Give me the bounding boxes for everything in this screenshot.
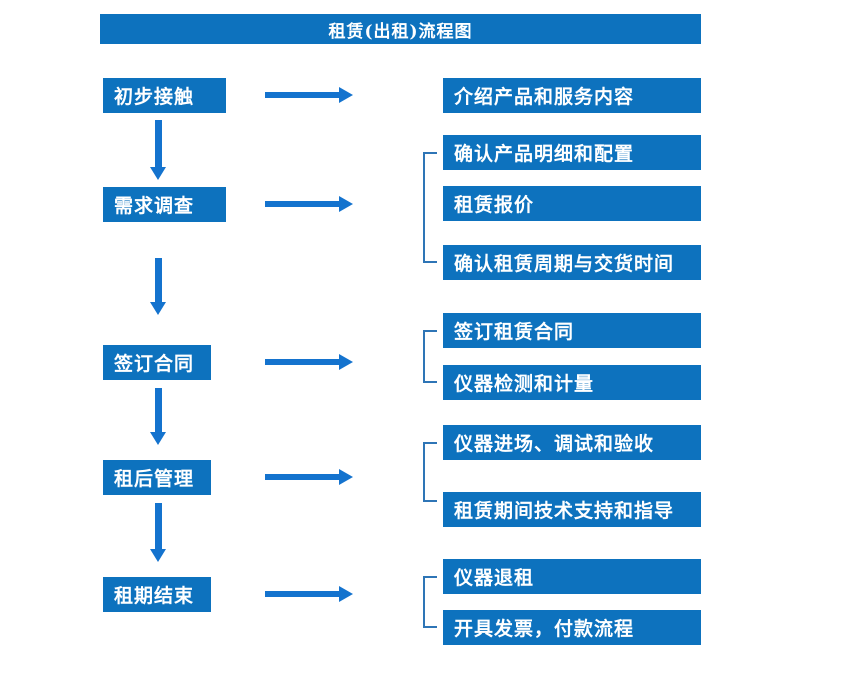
right-arrow-icon — [265, 87, 353, 103]
down-arrow-icon — [150, 120, 167, 180]
detail-technical-support: 租赁期间技术支持和指导 — [443, 492, 701, 527]
right-arrow-icon — [265, 354, 353, 370]
down-arrow-icon — [150, 388, 167, 445]
down-arrow-icon — [150, 258, 167, 315]
right-arrow-icon — [265, 196, 353, 212]
detail-introduce-products: 介绍产品和服务内容 — [443, 78, 701, 113]
group-bracket — [423, 330, 437, 383]
right-arrow-icon — [265, 586, 353, 602]
detail-confirm-rental-period: 确认租赁周期与交货时间 — [443, 245, 701, 280]
detail-instrument-entry: 仪器进场、调试和验收 — [443, 425, 701, 460]
detail-invoice-payment: 开具发票，付款流程 — [443, 610, 701, 645]
step-initial-contact: 初步接触 — [103, 78, 226, 113]
step-post-rental-management: 租后管理 — [103, 460, 211, 495]
step-demand-survey: 需求调查 — [103, 187, 226, 222]
detail-instrument-testing: 仪器检测和计量 — [443, 365, 701, 400]
detail-instrument-return: 仪器退租 — [443, 559, 701, 594]
step-sign-contract: 签订合同 — [103, 345, 211, 380]
detail-confirm-product-details: 确认产品明细和配置 — [443, 135, 701, 170]
step-rental-end: 租期结束 — [103, 577, 211, 612]
detail-rental-quotation: 租赁报价 — [443, 186, 701, 221]
group-bracket — [423, 152, 437, 263]
flowchart-title: 租赁(出租)流程图 — [100, 14, 701, 44]
right-arrow-icon — [265, 469, 353, 485]
detail-sign-rental-contract: 签订租赁合同 — [443, 313, 701, 348]
group-bracket — [423, 576, 437, 628]
group-bracket — [423, 442, 437, 502]
down-arrow-icon — [150, 503, 167, 562]
